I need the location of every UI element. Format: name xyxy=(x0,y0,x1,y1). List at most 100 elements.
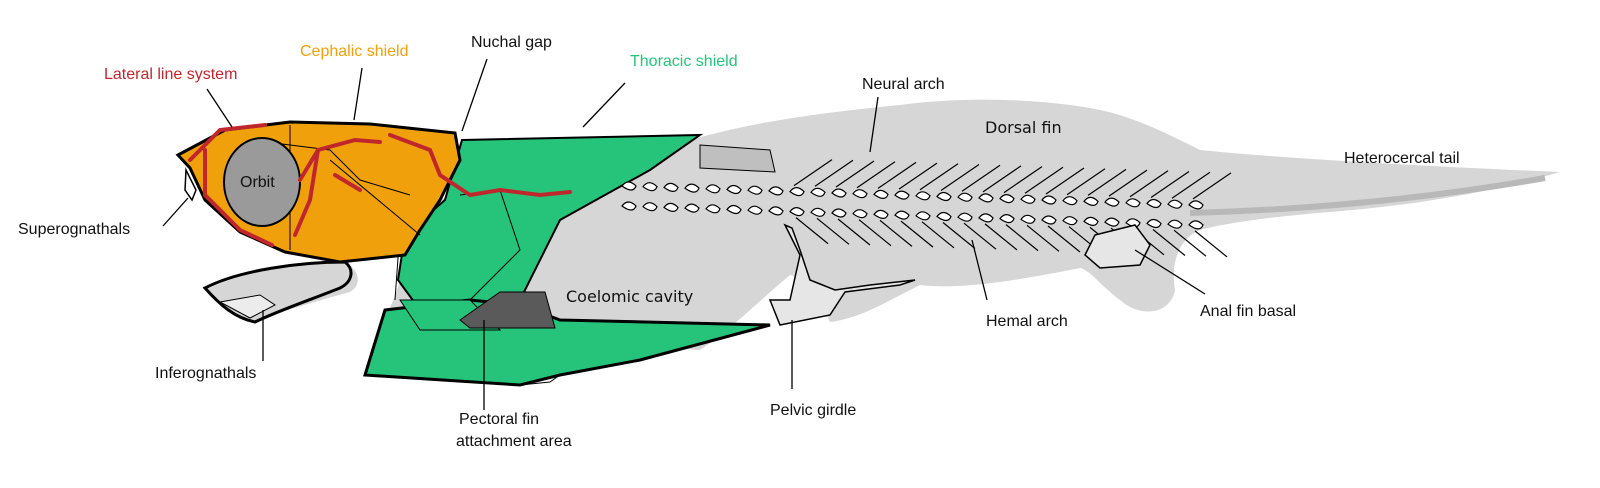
hemal-arch-spine xyxy=(1152,229,1186,256)
vertebra-upper xyxy=(1062,196,1078,206)
vertebra-lower xyxy=(768,206,784,216)
vertebra-upper xyxy=(1167,199,1183,209)
vertebra-upper xyxy=(1020,194,1036,204)
hemal-arch-spine xyxy=(1026,224,1060,252)
vertebra-lower xyxy=(810,207,826,217)
vertebra-lower xyxy=(1062,216,1078,226)
vertebra-lower xyxy=(726,204,742,215)
label-pectoral-fin-line1: Pectoral fin xyxy=(459,411,539,428)
label-heterocercal-tail: Heterocercal tail xyxy=(1344,150,1460,167)
neural-arch-spine xyxy=(940,164,980,191)
tail-notochord xyxy=(1189,175,1546,216)
neural-arch-spine xyxy=(814,159,854,187)
vertebra-lower xyxy=(1083,216,1099,226)
vertebra-upper xyxy=(663,182,679,192)
vertebra-lower xyxy=(852,209,868,219)
leader-lines xyxy=(162,58,1206,410)
vertebra-upper xyxy=(789,187,805,197)
jaw-silhouette xyxy=(205,262,358,322)
neural-arch-spine xyxy=(877,161,917,189)
label-orbit: Orbit xyxy=(240,174,275,191)
vertebra-upper xyxy=(1104,197,1120,207)
anal-fin-basal-bone xyxy=(1084,224,1151,269)
label-hemal-arch: Hemal arch xyxy=(986,313,1068,330)
hemal-arch-spine xyxy=(879,219,913,247)
lateral-line-system xyxy=(188,123,572,247)
neural-arch-spine xyxy=(1066,168,1106,196)
vertebra-upper xyxy=(621,181,637,191)
pectoral-fin-attachment-area xyxy=(459,291,556,329)
hemal-arch-spine xyxy=(900,220,934,248)
neural-arch-spine xyxy=(1108,169,1148,197)
label-lateral-line-system: Lateral line system xyxy=(104,66,237,83)
vertebra-upper xyxy=(705,184,721,194)
vertebra-lower xyxy=(1041,215,1057,225)
hemal-arch-spine xyxy=(1194,230,1228,258)
neural-arch-spine xyxy=(1003,166,1043,194)
vertebra-upper xyxy=(684,183,700,193)
vertebra-upper xyxy=(936,191,952,202)
vertebra-lower xyxy=(915,211,931,221)
superognathals-bone xyxy=(184,167,197,202)
vertebra-upper xyxy=(726,184,742,195)
label-pelvic-girdle: Pelvic girdle xyxy=(770,402,856,419)
neural-arch-spine xyxy=(1045,167,1085,195)
body-silhouette xyxy=(380,99,1560,351)
neural-arch-spine xyxy=(1087,168,1127,196)
vertebra-lower xyxy=(1188,220,1204,230)
vertebra-lower xyxy=(747,205,763,215)
vertebra-lower xyxy=(999,214,1015,224)
hemal-arch-spine xyxy=(942,222,976,249)
neural-arch-spine xyxy=(835,160,875,188)
hemal-arch-spine xyxy=(984,223,1018,251)
vertebra-upper xyxy=(873,189,889,199)
vertebra-upper xyxy=(1125,198,1141,208)
hemal-arch-spine xyxy=(963,222,997,250)
label-coelomic-cavity: Coelomic cavity xyxy=(566,287,693,306)
vertebra-lower xyxy=(789,207,805,217)
neural-arch-spine xyxy=(1150,171,1190,198)
neural-arch-spine xyxy=(793,159,833,187)
vertebra-lower xyxy=(684,203,700,213)
vertebra-upper xyxy=(999,194,1015,204)
label-inferognathals: Inferognathals xyxy=(155,365,256,382)
vertebra-lower xyxy=(1020,214,1036,224)
hemal-arch-spine xyxy=(1005,224,1039,252)
label-dorsal-fin: Dorsal fin xyxy=(985,118,1062,137)
neural-arch-spine xyxy=(1192,172,1232,200)
vertebra-lower xyxy=(642,202,658,212)
vertebra-upper xyxy=(810,187,826,197)
neural-arch-spine xyxy=(1024,166,1064,194)
hemal-arch-spine xyxy=(858,219,892,247)
vertebra-upper xyxy=(1146,198,1162,209)
vertebra-lower xyxy=(957,212,973,222)
label-anal-fin-basal: Anal fin basal xyxy=(1200,303,1296,320)
vertebra-lower xyxy=(621,201,637,211)
label-neural-arch: Neural arch xyxy=(862,76,945,93)
hemal-arch-spine xyxy=(816,217,850,245)
label-superognathals: Superognathals xyxy=(18,221,130,238)
vertebra-upper xyxy=(852,189,868,199)
hemal-arch-spine xyxy=(795,217,829,245)
vertebra-upper xyxy=(642,182,658,192)
hemal-arch-spine xyxy=(1047,225,1081,253)
vertebra-lower xyxy=(894,210,910,220)
neural-arch-spine xyxy=(898,162,938,190)
hemal-arch-spine xyxy=(837,218,871,246)
vertebra-upper xyxy=(768,186,784,196)
vertebra-lower xyxy=(978,213,994,223)
nuchal-plate xyxy=(699,144,776,173)
inferognathals-bone xyxy=(202,260,353,324)
label-cephalic-shield: Cephalic shield xyxy=(300,43,409,60)
vertebra-upper xyxy=(1083,196,1099,206)
vertebra-lower xyxy=(873,209,889,219)
vertebra-upper xyxy=(915,191,931,201)
hemal-arch-spine xyxy=(1173,229,1207,257)
vertebra-upper xyxy=(894,190,910,200)
label-pectoral-fin-line2: attachment area xyxy=(456,433,572,450)
vertebra-lower xyxy=(663,202,679,212)
neural-arch-spine xyxy=(1171,171,1211,199)
neural-arch-spine xyxy=(856,161,896,189)
neural-arch-spine xyxy=(961,164,1001,192)
